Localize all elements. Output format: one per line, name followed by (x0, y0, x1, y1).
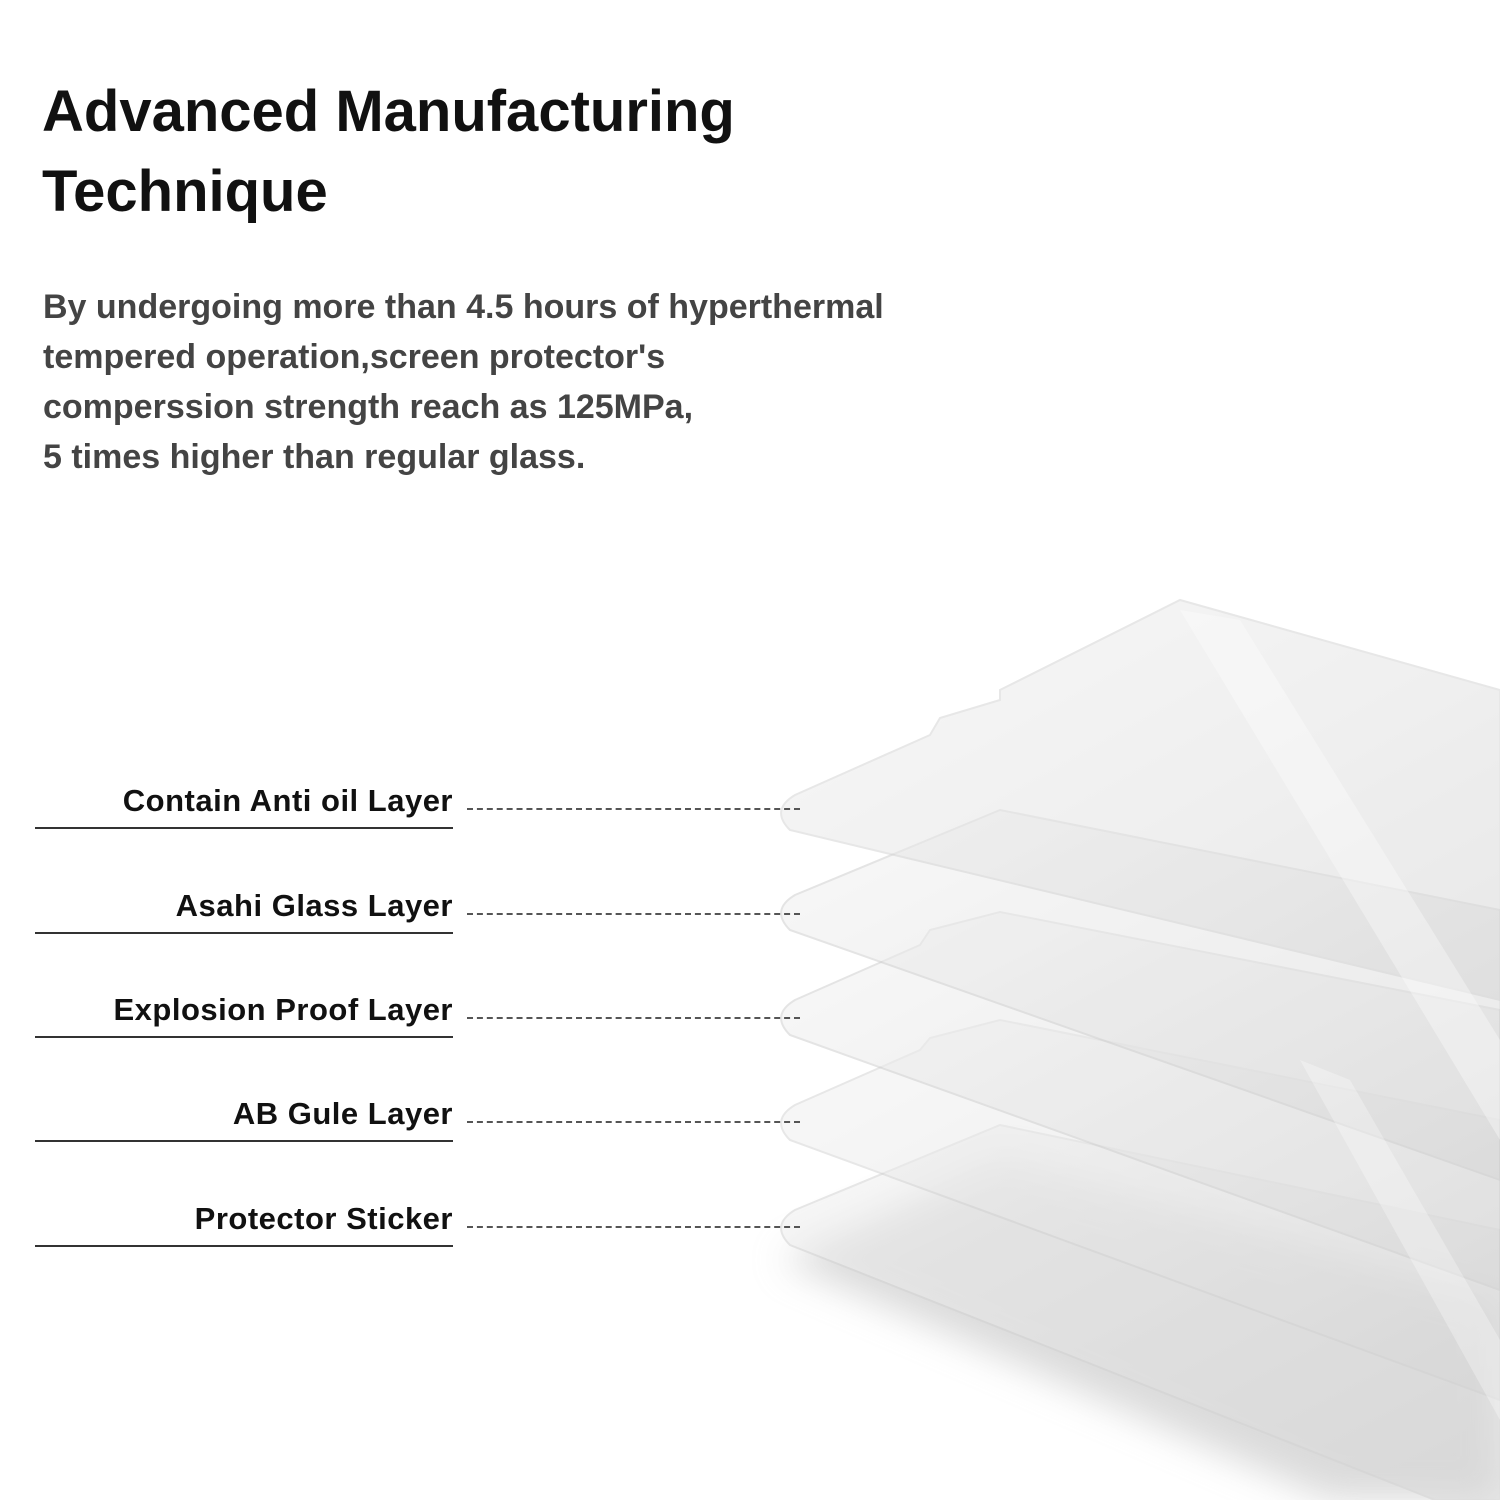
callout-label: Explosion Proof Layer (113, 992, 453, 1027)
callout-leader-line (467, 913, 800, 915)
callout-asahi-glass-layer: Asahi Glass Layer (35, 886, 800, 946)
callout-underline (35, 827, 453, 829)
page-title-line-1: Advanced Manufacturing (42, 79, 735, 144)
callout-leader-line (467, 1226, 800, 1228)
callout-underline (35, 932, 453, 934)
callout-leader-line (467, 1121, 800, 1123)
layer-anti-oil-shape (780, 598, 1500, 1002)
description-paragraph: By undergoing more than 4.5 hours of hyp… (43, 282, 1043, 482)
callout-ab-gule-layer: AB Gule Layer (35, 1094, 800, 1154)
callout-anti-oil-layer: Contain Anti oil Layer (35, 781, 800, 841)
callout-protector-sticker: Protector Sticker (35, 1199, 800, 1259)
description-line: comperssion strength reach as 125MPa, (43, 388, 694, 426)
description-line: 5 times higher than regular glass. (43, 438, 586, 476)
callout-leader-line (467, 808, 800, 810)
page-title: Advanced Manufacturing Technique (42, 72, 942, 232)
callout-explosion-proof-layer: Explosion Proof Layer (35, 990, 800, 1050)
callout-underline (35, 1036, 453, 1038)
callout-label: Protector Sticker (194, 1201, 453, 1236)
page-title-line-2: Technique (42, 159, 328, 224)
description-line: By undergoing more than 4.5 hours of hyp… (43, 288, 884, 326)
callout-label: AB Gule Layer (232, 1096, 453, 1131)
callout-label: Asahi Glass Layer (175, 888, 453, 923)
description-line: tempered operation,screen protector's (43, 338, 666, 376)
callout-label: Contain Anti oil Layer (122, 783, 453, 818)
callout-leader-line (467, 1017, 800, 1019)
callout-underline (35, 1245, 453, 1247)
callout-underline (35, 1140, 453, 1142)
